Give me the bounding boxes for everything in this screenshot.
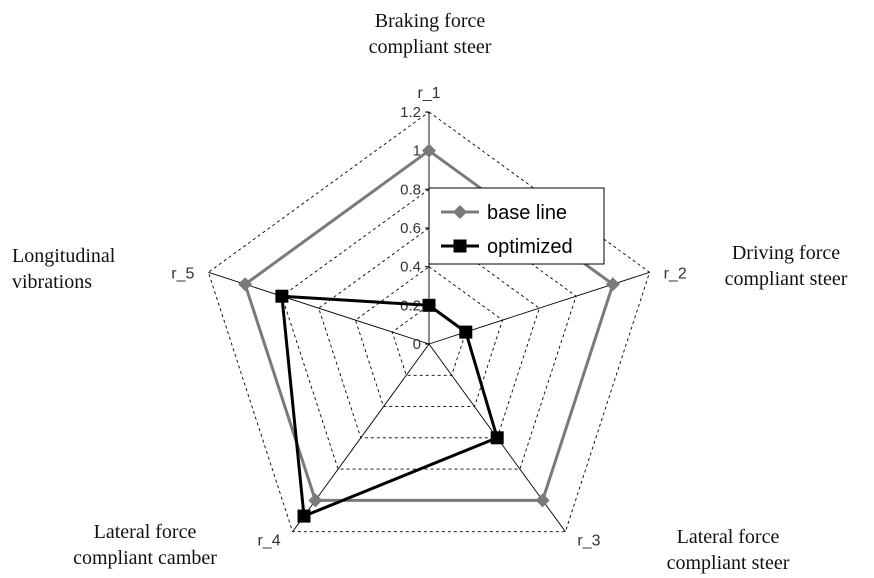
legend-marker [453, 205, 467, 219]
data-point [535, 493, 550, 508]
axis-desc-r1-line2: compliant steer [368, 36, 492, 58]
data-point [459, 325, 473, 339]
data-point [422, 298, 436, 312]
axis-desc-r4: Lateral force compliant camber [40, 519, 250, 571]
data-point [275, 289, 289, 303]
tick-label: 0.6 [400, 220, 421, 237]
tick-label: 0.2 [400, 297, 421, 314]
axis-desc-r5-line2: vibrations [12, 271, 92, 293]
axis-label-r_5: r_5 [171, 265, 194, 282]
tick-label: 0.4 [400, 259, 421, 276]
axis-desc-r5-line1: Longitudinal [12, 245, 116, 267]
tick-label: 1.2 [400, 104, 421, 121]
axis-desc-r2-line1: Driving force [731, 242, 841, 264]
tick-label: 1 [413, 143, 421, 160]
grid-ring [354, 266, 504, 408]
grid-ring [207, 111, 651, 533]
legend-label: optimized [487, 236, 573, 258]
data-point [238, 277, 253, 292]
data-point [308, 493, 323, 508]
tick-label: 0 [413, 336, 421, 353]
axis-desc-r1-line1: Braking force [374, 10, 486, 32]
grid-ring [281, 188, 577, 470]
radial-tick-labels: 0 0.2 0.4 0.6 0.8 1 1.2 [400, 104, 429, 353]
legend: base line optimized [428, 187, 605, 265]
data-point [605, 277, 620, 292]
tick-label: 0.8 [400, 181, 421, 198]
legend-label: base line [487, 202, 567, 224]
radar-spokes [208, 112, 650, 532]
axis-desc-r5: Longitudinal vibrations [12, 243, 182, 295]
axis-label-r_2: r_2 [664, 265, 687, 282]
legend-marker [453, 239, 467, 253]
axis-label-r_4: r_4 [257, 533, 280, 550]
data-point [422, 143, 436, 158]
data-point [490, 431, 504, 445]
axis-desc-r4-line1: Lateral force [93, 521, 197, 543]
axis-desc-r3: Lateral force compliant steer [628, 524, 828, 576]
axis-desc-r2-line2: compliant steer [724, 268, 848, 290]
axis-label-r_3: r_3 [577, 533, 600, 550]
axis-desc-r2: Driving force compliant steer [698, 240, 874, 292]
data-point [297, 509, 311, 523]
axis-desc-r1: Braking force compliant steer [330, 8, 530, 60]
series-optimized [275, 289, 504, 523]
axis-desc-r4-line2: compliant camber [73, 547, 217, 569]
axis-desc-r3-line1: Lateral force [676, 526, 780, 548]
axis-labels: r_1 r_2 r_3 r_4 r_5 [171, 85, 687, 550]
axis-desc-r3-line2: compliant steer [666, 552, 790, 574]
axis-label-r_1: r_1 [417, 85, 440, 102]
